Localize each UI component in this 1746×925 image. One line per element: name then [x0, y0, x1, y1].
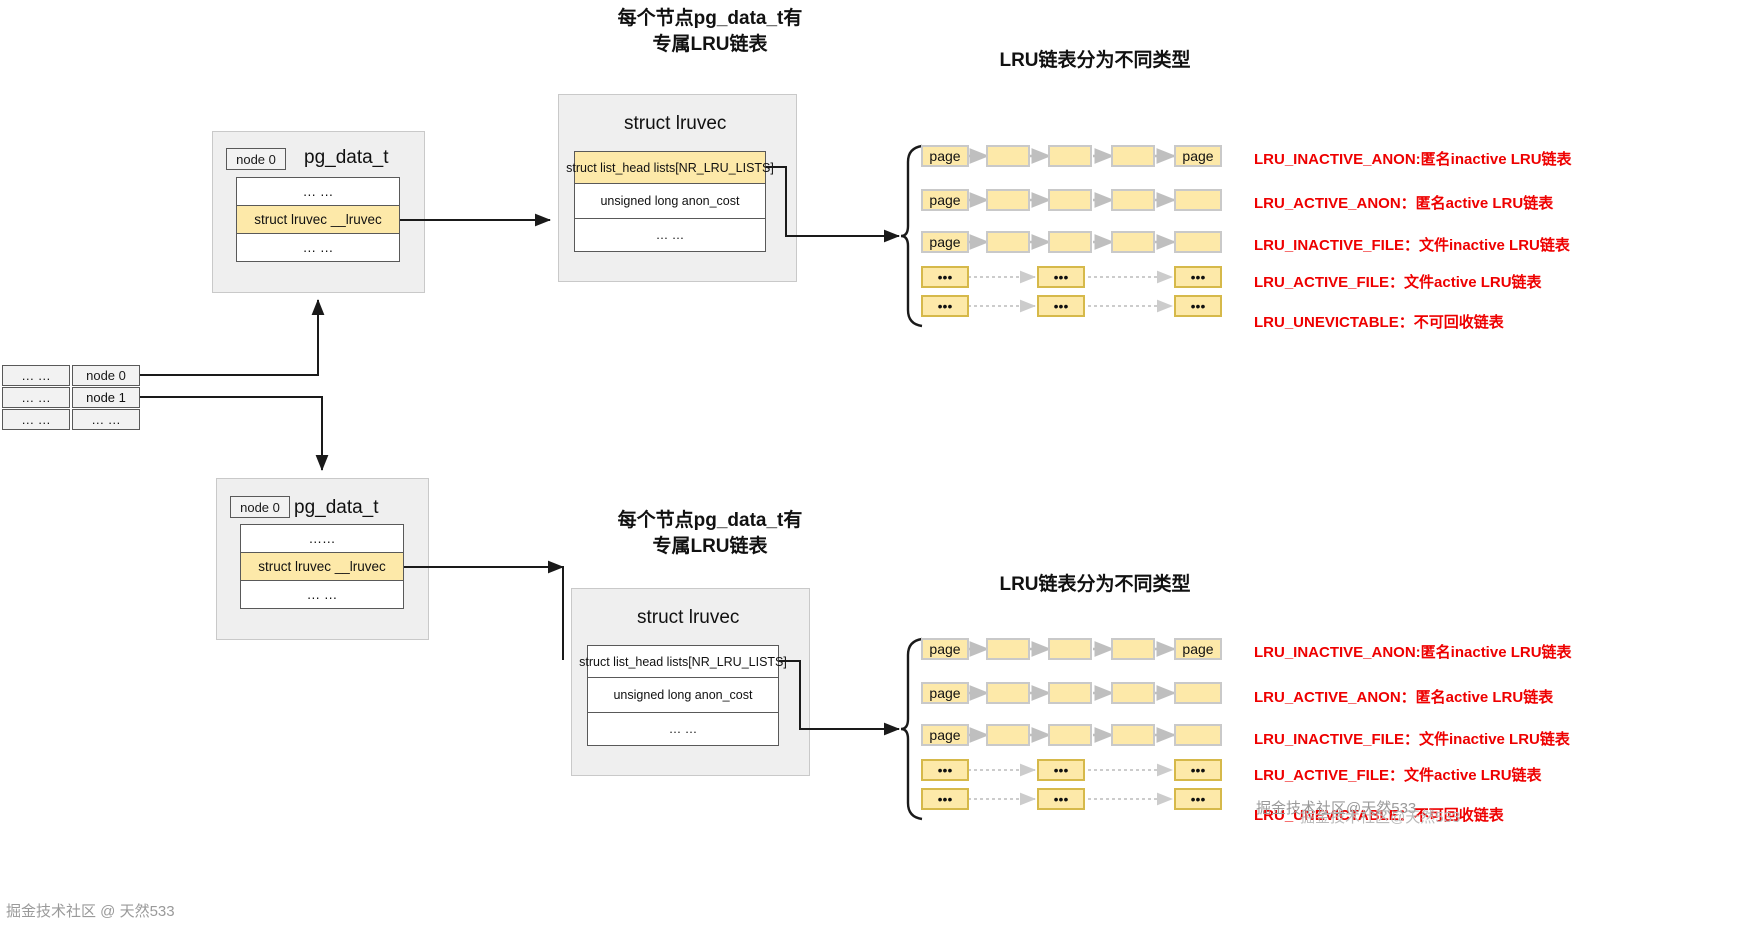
lru-bot-r3-node2[interactable]: ••• — [1174, 759, 1222, 781]
lruvec-row-top-1: unsigned long anon_cost — [575, 184, 765, 219]
lru-top-r1-node3[interactable] — [1111, 189, 1155, 211]
lru-top-r1-node2[interactable] — [1048, 189, 1092, 211]
lruvec-row-bottom-0: struct list_head lists[NR_LRU_LISTS] — [579, 646, 787, 678]
lru-top-r2-node2[interactable] — [1048, 231, 1092, 253]
lru-top-label-2: LRU_INACTIVE_FILE：文件inactive LRU链表 — [1254, 237, 1570, 254]
lru-top-r2-node0[interactable]: page — [921, 231, 969, 253]
node-list-right-0-label: node 0 — [86, 368, 126, 383]
lru-bot-label-3: LRU_ACTIVE_FILE：文件active LRU链表 — [1254, 767, 1542, 784]
lru-bot-r3-node0[interactable]: ••• — [921, 759, 969, 781]
lru-top-r3-node1[interactable]: ••• — [1037, 266, 1085, 288]
lru-bot-label-4: LRU_UNEVICTABLE：不可回收链表 — [1254, 807, 1504, 824]
lru-bot-r0-node2[interactable] — [1048, 638, 1092, 660]
heading-pgdata-bottom: 每个节点pg_data_t有 专属LRU链表 — [617, 510, 803, 557]
lru-bot-r2-node1[interactable] — [986, 724, 1030, 746]
pgdata-row-bottom-0: …… — [241, 525, 403, 553]
heading-lru-types-bottom: LRU链表分为不同类型 — [999, 574, 1191, 595]
lruvec-title-top: struct lruvec — [624, 113, 727, 134]
lruvec-struct-table-bottom: struct list_head lists[NR_LRU_LISTS] uns… — [579, 645, 787, 746]
lru-top-r0-node4[interactable]: page — [1174, 145, 1222, 167]
lru-bot-r1-node2[interactable] — [1048, 682, 1092, 704]
lru-bot-r1-node3[interactable] — [1111, 682, 1155, 704]
lru-top-label-0: LRU_INACTIVE_ANON:匿名inactive LRU链表 — [1254, 151, 1572, 168]
lru-top-r4-node1[interactable]: ••• — [1037, 295, 1085, 317]
lru-bot-r0-node3[interactable] — [1111, 638, 1155, 660]
lru-top-r0-node3[interactable] — [1111, 145, 1155, 167]
pgdata-row-top-2: … … — [237, 234, 399, 260]
lru-top-r0-node0[interactable]: page — [921, 145, 969, 167]
lruvec-row-top-0: struct list_head lists[NR_LRU_LISTS] — [566, 152, 774, 184]
lru-top-r2-node1[interactable] — [986, 231, 1030, 253]
lru-bot-r1-node0[interactable]: page — [921, 682, 969, 704]
node-tag-top: node 0 — [226, 148, 286, 170]
node-tag-bottom: node 0 — [230, 496, 290, 518]
lru-bot-r2-node3[interactable] — [1111, 724, 1155, 746]
lru-top-r2-node4[interactable] — [1174, 231, 1222, 253]
pgdata-struct-table-top: … … struct lruvec __lruvec … … — [236, 177, 400, 262]
lru-bot-label-1: LRU_ACTIVE_ANON：匿名active LRU链表 — [1254, 689, 1554, 706]
lru-bot-r1-node4[interactable] — [1174, 682, 1222, 704]
lru-top-r3-node0[interactable]: ••• — [921, 266, 969, 288]
lruvec-row-bottom-2: … … — [588, 713, 778, 744]
lru-top-r1-node0[interactable]: page — [921, 189, 969, 211]
lru-bot-r2-node2[interactable] — [1048, 724, 1092, 746]
lru-bot-label-2: LRU_INACTIVE_FILE：文件inactive LRU链表 — [1254, 731, 1570, 748]
pgdata-title-bottom: pg_data_t — [294, 497, 379, 518]
lru-bot-r3-node1[interactable]: ••• — [1037, 759, 1085, 781]
lru-top-r4-node0[interactable]: ••• — [921, 295, 969, 317]
lruvec-title-bottom: struct lruvec — [637, 607, 740, 628]
lru-top-r0-node2[interactable] — [1048, 145, 1092, 167]
pgdata-row-top-1: struct lruvec __lruvec — [237, 206, 399, 234]
pgdata-struct-table-bottom: …… struct lruvec __lruvec … … — [240, 524, 404, 609]
lru-bot-label-0: LRU_INACTIVE_ANON:匿名inactive LRU链表 — [1254, 644, 1572, 661]
heading-pgdata-top: 每个节点pg_data_t有 专属LRU链表 — [617, 8, 803, 55]
lruvec-row-top-2: … … — [575, 219, 765, 250]
node-list-right-0[interactable] — [72, 365, 140, 386]
lru-top-r1-node1[interactable] — [986, 189, 1030, 211]
lru-top-r3-node2[interactable]: ••• — [1174, 266, 1222, 288]
lru-top-r4-node2[interactable]: ••• — [1174, 295, 1222, 317]
lru-top-r1-node4[interactable] — [1174, 189, 1222, 211]
lru-bot-r0-node0[interactable]: page — [921, 638, 969, 660]
lru-top-r0-node1[interactable] — [986, 145, 1030, 167]
watermark-bottom-left: 掘金技术社区 @ 天然533 — [6, 903, 175, 920]
node-list-left-0: … … — [2, 365, 70, 386]
pgdata-row-bottom-1: struct lruvec __lruvec — [241, 553, 403, 581]
watermark-bottom-right: 掘金技术社区@天然533 — [1256, 800, 1417, 817]
lru-bot-r1-node1[interactable] — [986, 682, 1030, 704]
lru-bot-r0-node1[interactable] — [986, 638, 1030, 660]
lru-bot-r4-node0[interactable]: ••• — [921, 788, 969, 810]
pgdata-title-top: pg_data_t — [304, 147, 389, 168]
lru-top-r2-node3[interactable] — [1111, 231, 1155, 253]
node-list-left-1: … … — [2, 387, 70, 408]
pgdata-row-bottom-2: … … — [241, 581, 403, 607]
node-list-left-2: … … — [2, 409, 70, 430]
lru-bot-r0-node4[interactable]: page — [1174, 638, 1222, 660]
lru-bot-r4-node2[interactable]: ••• — [1174, 788, 1222, 810]
lru-top-label-1: LRU_ACTIVE_ANON：匿名active LRU链表 — [1254, 195, 1554, 212]
heading-lru-types-top: LRU链表分为不同类型 — [999, 50, 1191, 71]
lru-top-label-3: LRU_ACTIVE_FILE：文件active LRU链表 — [1254, 274, 1542, 291]
lruvec-struct-table-top: struct list_head lists[NR_LRU_LISTS] uns… — [566, 151, 774, 252]
node-list-right-2: … … — [72, 409, 140, 430]
lru-bot-r2-node4[interactable] — [1174, 724, 1222, 746]
lruvec-row-bottom-1: unsigned long anon_cost — [588, 678, 778, 713]
watermark-bottom-right-faint: 掘金技术社区@天然533 — [1300, 809, 1461, 826]
lru-top-label-4: LRU_UNEVICTABLE：不可回收链表 — [1254, 314, 1504, 331]
lru-bot-r4-node1[interactable]: ••• — [1037, 788, 1085, 810]
lru-bot-r2-node0[interactable]: page — [921, 724, 969, 746]
pgdata-row-top-0: … … — [237, 178, 399, 206]
node-list-right-1[interactable]: node 1 — [72, 387, 140, 408]
